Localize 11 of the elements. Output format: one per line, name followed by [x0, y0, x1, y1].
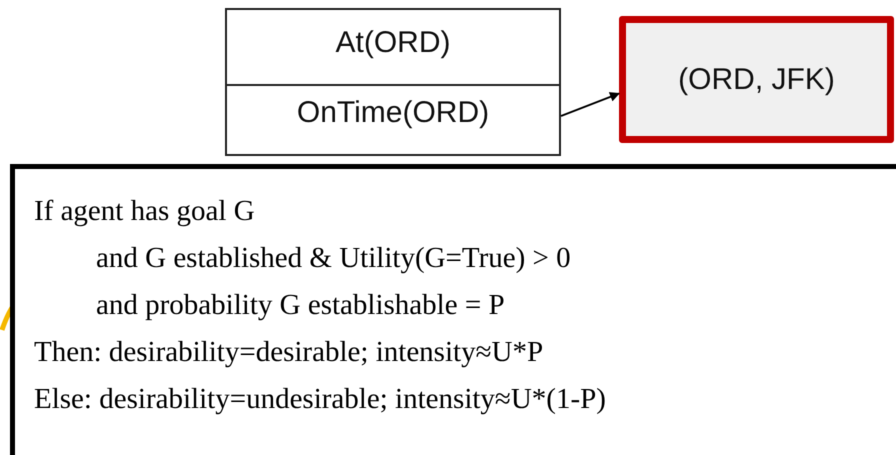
rule-text: and probability G establishable = P	[96, 289, 505, 321]
rule-text: If agent has goal G	[34, 195, 255, 227]
state-box	[225, 8, 561, 156]
action-label: (ORD, JFK)	[677, 62, 836, 98]
state-label: OnTime(ORD)	[296, 96, 490, 129]
rule-text: Then: desirability=desirable; intensity≈U*P	[34, 336, 544, 368]
action-box	[619, 16, 894, 143]
arrow	[560, 92, 620, 117]
rule-text: and G established & Utility(G=True) > 0	[96, 242, 571, 274]
rule-text: Else: desirability=undesirable; intensity≈U*(1-P)	[34, 383, 606, 415]
state-label: At(ORD)	[336, 26, 450, 59]
